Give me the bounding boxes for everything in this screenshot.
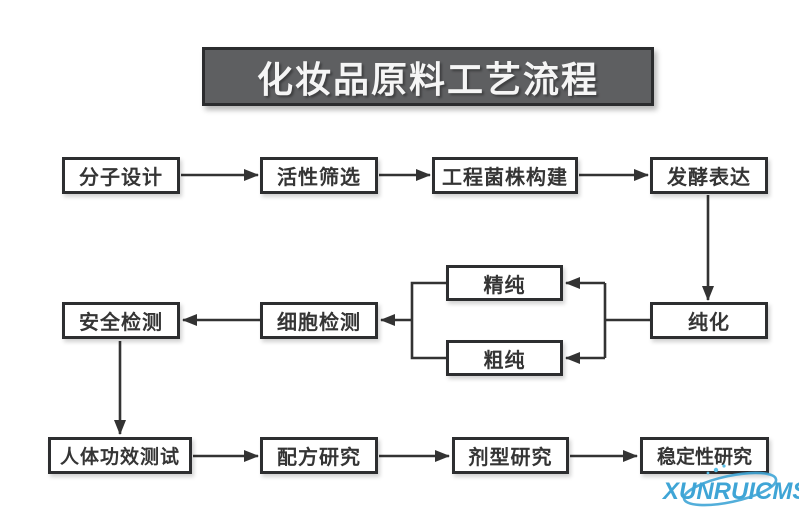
watermark-swoosh <box>682 464 778 507</box>
node-dosage-form-research: 剂型研究 <box>452 437 569 474</box>
purify-branch-stem <box>603 283 650 358</box>
node-stability-research: 稳定性研究 <box>640 437 769 474</box>
node-human-efficacy-testing: 人体功效测试 <box>48 437 192 474</box>
watermark-text: XUNRUICMS <box>661 478 799 505</box>
node-strain-construction: 工程菌株构建 <box>432 157 578 194</box>
node-safety-testing: 安全检测 <box>62 302 180 339</box>
node-formula-research: 配方研究 <box>260 437 378 474</box>
node-fermentation-expression: 发酵表达 <box>650 157 768 194</box>
diagram-title: 化妆品原料工艺流程 <box>202 47 654 106</box>
node-crude-purification: 粗纯 <box>446 340 563 376</box>
node-cell-testing: 细胞检测 <box>260 302 378 339</box>
node-molecular-design: 分子设计 <box>62 157 180 194</box>
node-activity-screening: 活性筛选 <box>260 157 378 194</box>
node-purification: 纯化 <box>650 302 768 339</box>
node-fine-purification: 精纯 <box>446 265 563 301</box>
